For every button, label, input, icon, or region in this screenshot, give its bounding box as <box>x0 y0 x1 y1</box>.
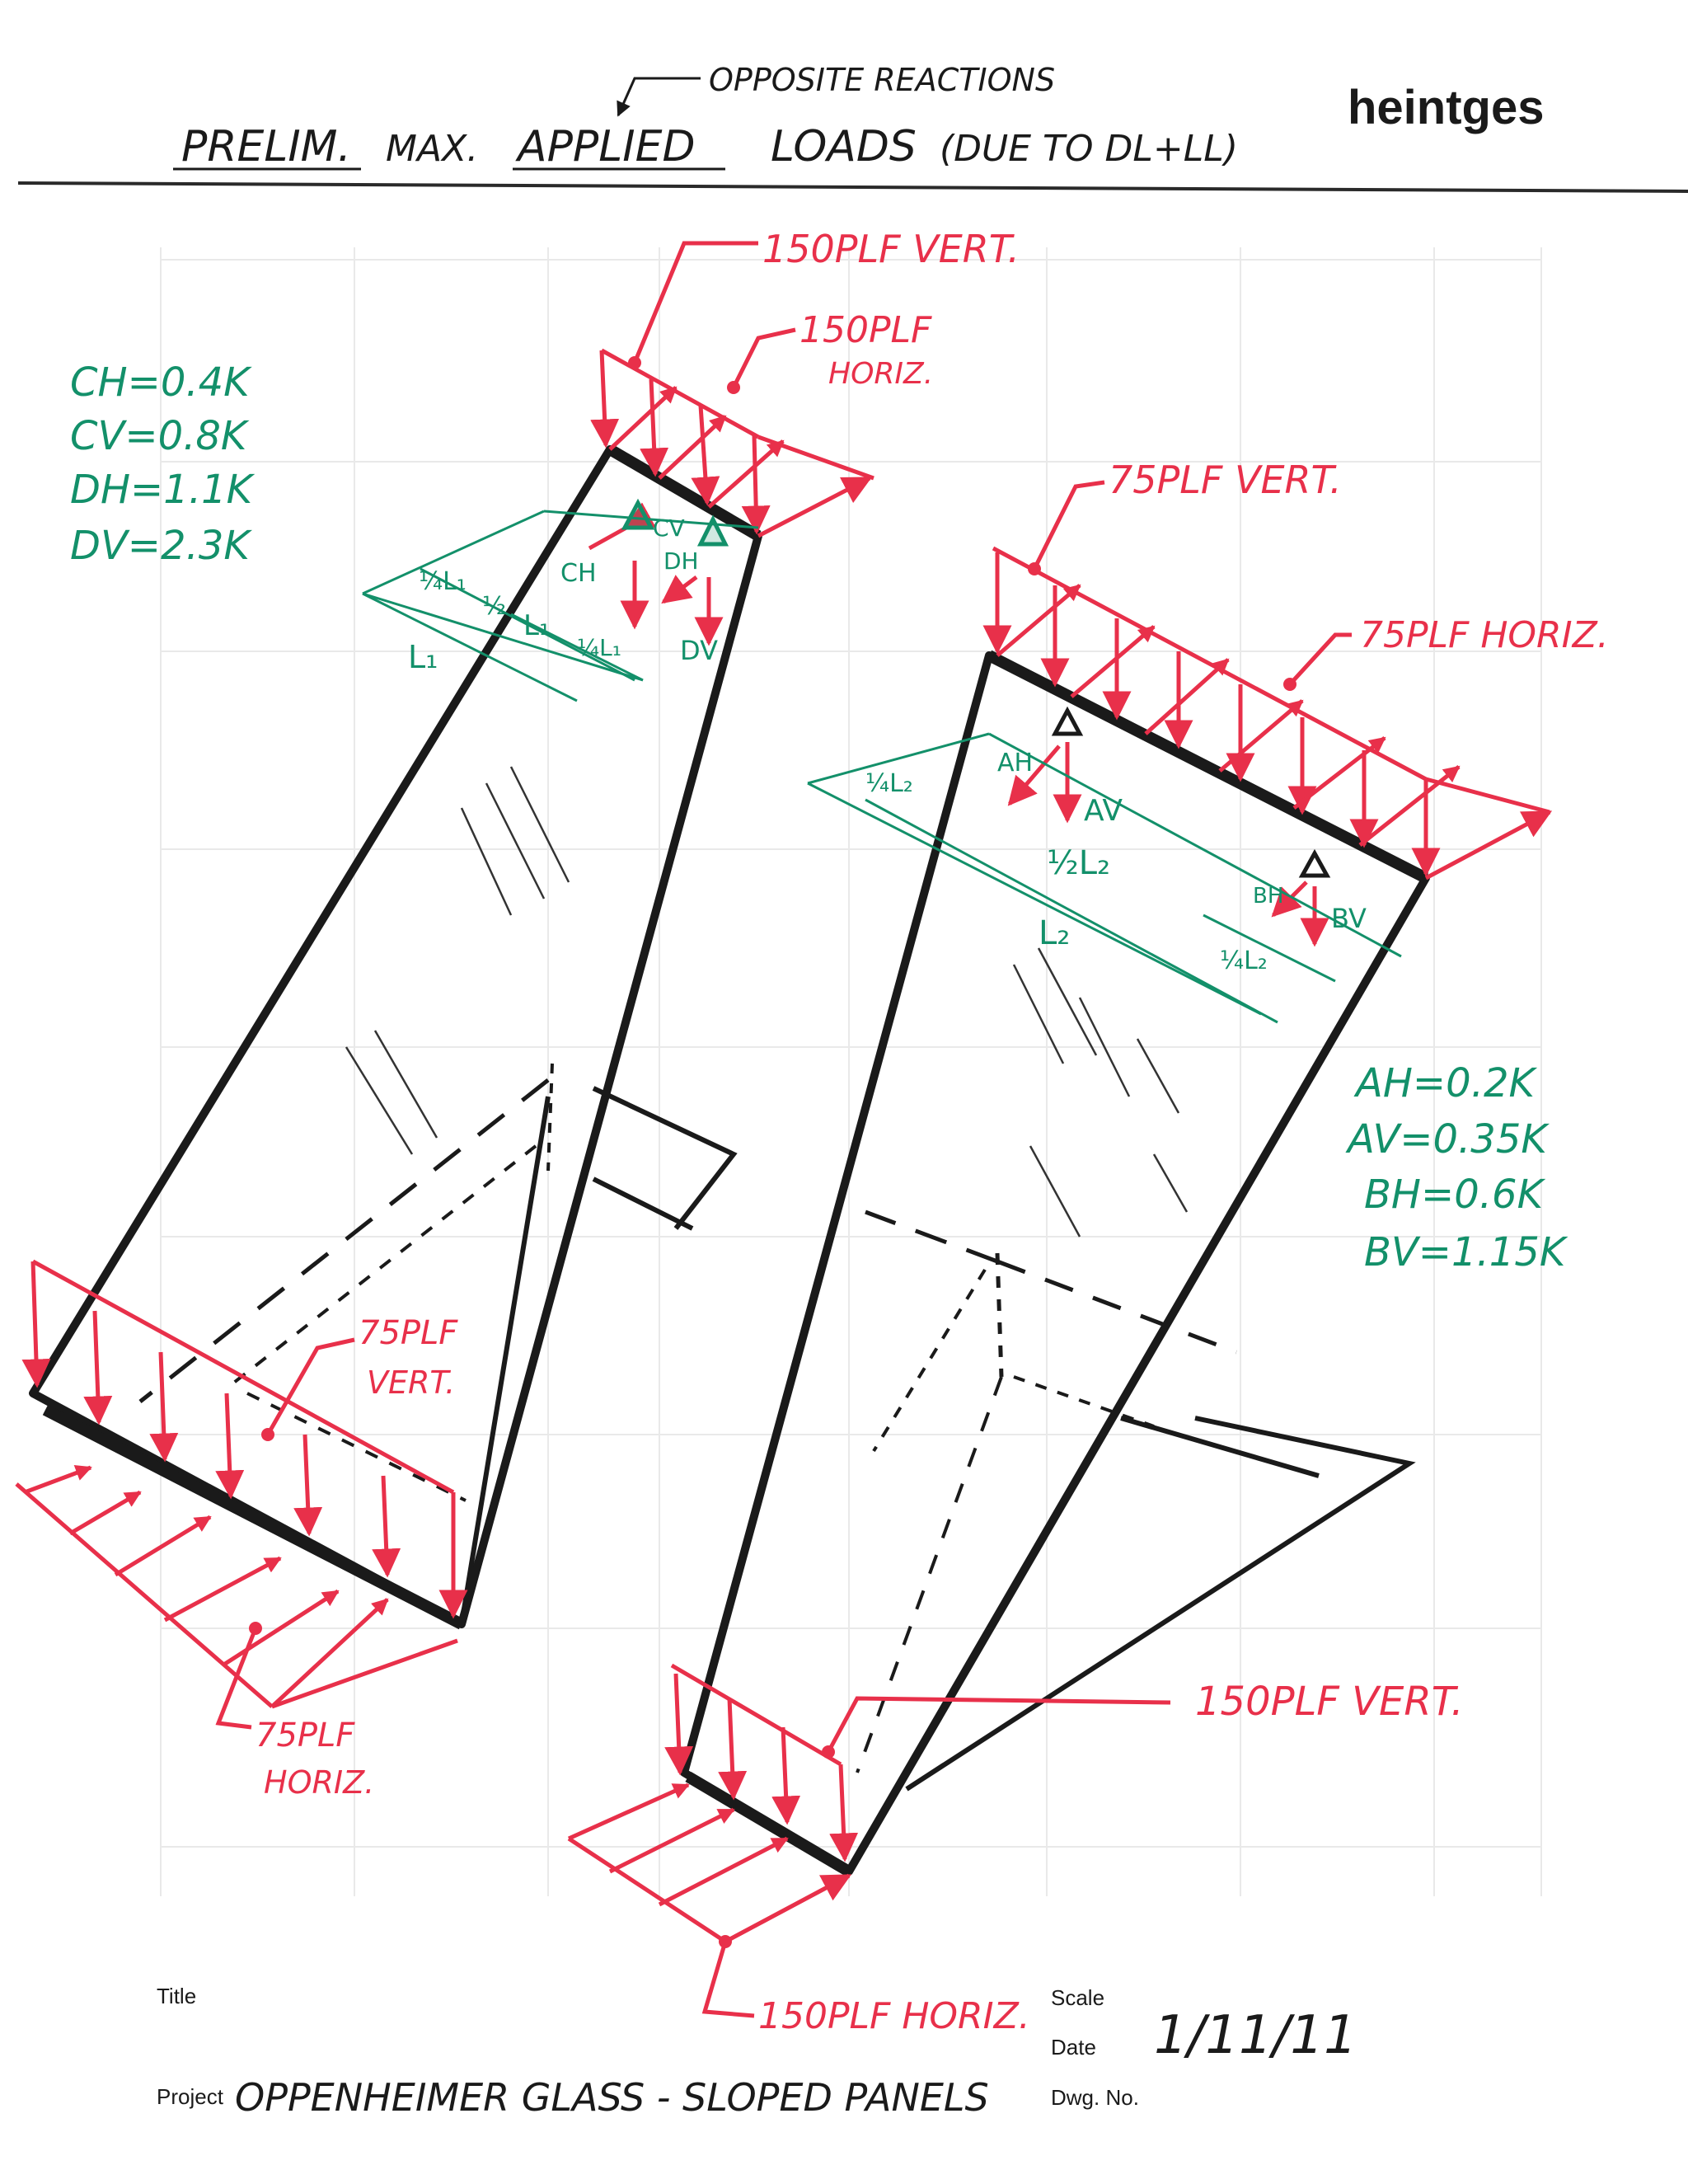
project-value: OPPENHEIMER GLASS - SLOPED PANELS <box>235 2075 989 2120</box>
right-reaction-bv: BV=1.15K <box>1364 1229 1568 1275</box>
right-reaction-ah: AH=0.2K <box>1353 1060 1537 1106</box>
header-note: OPPOSITE REACTIONS <box>709 62 1055 98</box>
support-markers <box>621 498 1331 878</box>
date-label: Date <box>1051 2035 1096 2060</box>
right-reaction-bh: BH=0.6K <box>1364 1172 1546 1218</box>
right-bottom-vert-load: 150PLF VERT. <box>1195 1679 1464 1725</box>
dwg-label: Dwg. No. <box>1051 2085 1139 2110</box>
label-ah: AH <box>997 749 1033 777</box>
header-title-c: APPLIED <box>515 122 696 171</box>
date-value: 1/11/11 <box>1154 2005 1357 2066</box>
left-top-horiz-load-1: 150PLF <box>799 309 932 351</box>
dim-quarter-l1-b: ¼L₁ <box>577 634 621 661</box>
label-cv: CV <box>653 514 685 542</box>
left-top-horiz-load-2: HORIZ. <box>828 357 933 391</box>
dim-l2: L₂ <box>1039 914 1070 952</box>
left-reaction-ch: CH=0.4K <box>70 359 252 406</box>
left-panel-loads <box>15 241 874 1730</box>
left-bottom-vert-load-1: 75PLF <box>359 1314 458 1352</box>
scale-label: Scale <box>1051 1985 1104 2010</box>
title-block: Title Scale Date Dwg. No. Project OPPENH… <box>157 1984 1357 2120</box>
title-label: Title <box>157 1984 196 2008</box>
header: OPPOSITE REACTIONS PRELIM. MAX. APPLIED … <box>17 62 1688 193</box>
header-title-b: MAX. <box>386 128 478 170</box>
header-title-d: LOADS <box>771 122 917 171</box>
right-reaction-av: AV=0.35K <box>1345 1116 1550 1162</box>
right-top-vert-load: 75PLF VERT. <box>1109 458 1342 502</box>
left-reaction-cv: CV=0.8K <box>70 413 250 459</box>
right-top-horiz-load: 75PLF HORIZ. <box>1360 614 1609 656</box>
label-dh: DH <box>663 547 699 575</box>
left-bottom-horiz-load-2: HORIZ. <box>264 1764 374 1801</box>
header-rule <box>17 181 1688 193</box>
dimension-lines <box>362 510 1402 1024</box>
left-reaction-dh: DH=1.1K <box>70 467 256 513</box>
company-logo: heintges <box>1348 81 1545 134</box>
right-panel-loads <box>567 480 1553 2018</box>
label-bh: BH <box>1253 884 1283 909</box>
left-reaction-dv: DV=2.3K <box>70 523 252 569</box>
dim-half: ½ <box>482 592 506 621</box>
left-panel-labels: 150PLF VERT. 150PLF HORIZ. 75PLF VERT. 7… <box>70 227 1020 1801</box>
left-bottom-horiz-load-1: 75PLF <box>256 1717 355 1754</box>
label-av: AV <box>1084 794 1123 828</box>
header-title-e: (DUE TO DL+LL) <box>940 128 1238 170</box>
dim-l1-mid: L₁ <box>523 609 551 642</box>
project-label: Project <box>157 2084 224 2109</box>
left-bottom-vert-load-2: VERT. <box>367 1364 455 1401</box>
dim-quarter-l2-a: ¼L₂ <box>865 769 913 798</box>
dim-l1: L₁ <box>408 639 438 675</box>
dim-quarter-l2-b: ¼L₂ <box>1220 946 1268 975</box>
label-bv: BV <box>1331 903 1367 934</box>
dim-quarter-l1-a: ¼L₁ <box>419 567 467 596</box>
header-title-a: PRELIM. <box>181 122 351 171</box>
right-panel-labels: 75PLF VERT. 75PLF HORIZ. 150PLF VERT. 15… <box>758 458 1609 2037</box>
label-ch: CH <box>560 559 597 588</box>
dim-half-l2: ½L₂ <box>1047 844 1110 882</box>
label-dv: DV <box>680 635 718 666</box>
left-top-vert-load: 150PLF VERT. <box>762 227 1020 271</box>
left-panel-geometry <box>29 444 762 1630</box>
right-panel-geometry <box>680 650 1430 1877</box>
right-bottom-horiz-load: 150PLF HORIZ. <box>758 1995 1030 2037</box>
